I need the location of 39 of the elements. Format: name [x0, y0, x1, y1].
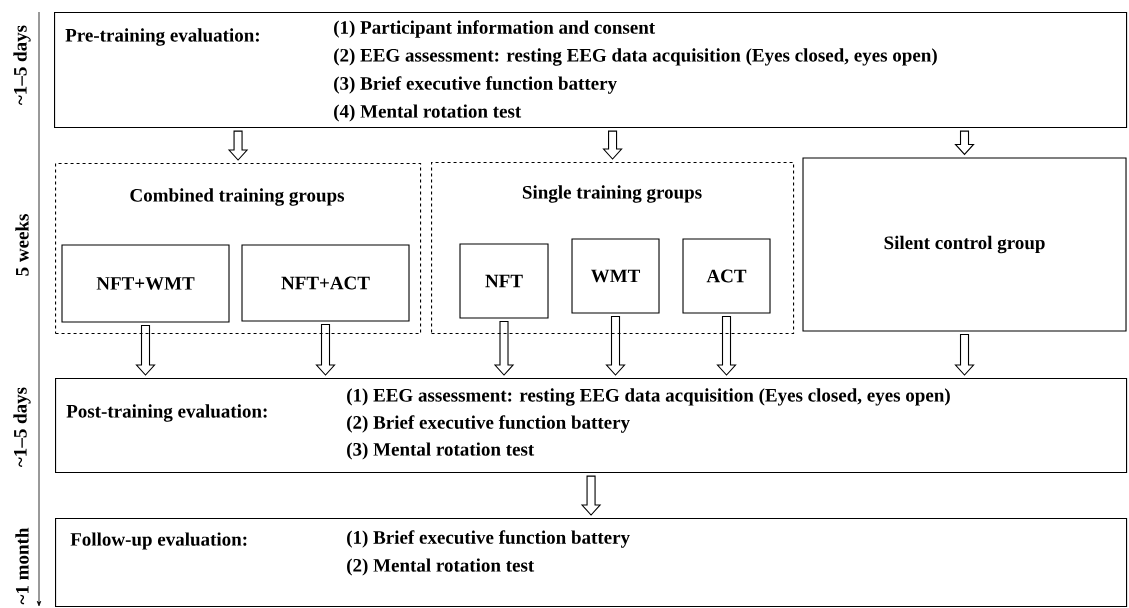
heading-text: Pre-training evaluation:	[65, 28, 259, 46]
list-item: (3) Brief executive function battery	[334, 76, 617, 94]
block-arrow	[227, 130, 249, 161]
group-box	[431, 162, 795, 335]
heading-text: Post-training evaluation:	[66, 404, 267, 422]
heading-text: Single training groups	[522, 185, 702, 203]
block-arrow	[493, 321, 515, 376]
group-box: Silent control group	[802, 157, 1127, 332]
list-item: (1) EEG assessment: resting EEG data acquisition (Eyes closed, eyes open)	[347, 388, 950, 406]
list-item: (2) Mental rotation test	[347, 558, 535, 576]
list-item: (1) Brief executive function battery	[347, 530, 630, 548]
block-arrow	[602, 130, 623, 160]
time-label: 5 weeks	[15, 214, 29, 276]
list-item: (2) Brief executive function battery	[347, 415, 630, 433]
training-box: NFT	[459, 243, 549, 319]
training-box: WMT	[571, 238, 660, 314]
block-arrow	[605, 316, 626, 376]
training-box: NFT+WMT	[61, 244, 230, 323]
list-item: (4) Mental rotation test	[334, 104, 522, 122]
block-arrow	[580, 475, 602, 516]
list-item: (3) Mental rotation test	[347, 442, 535, 460]
training-box: NFT+ACT	[241, 244, 410, 322]
block-arrow	[954, 130, 975, 156]
time-label: ~1–5 days	[13, 25, 31, 105]
evaluation-box	[54, 12, 1128, 129]
block-arrow	[135, 325, 156, 376]
heading-text: Combined training groups	[130, 188, 345, 206]
list-item: (2) EEG assessment: resting EEG data acquisition (Eyes closed, eyes open)	[334, 48, 937, 66]
block-arrow	[716, 316, 737, 376]
training-box: ACT	[682, 238, 771, 314]
heading-text: Follow-up evaluation:	[70, 532, 247, 550]
evaluation-box	[55, 378, 1128, 474]
evaluation-box	[55, 518, 1128, 608]
time-label: ~1–5 days	[13, 387, 31, 467]
time-label: ~1 month	[15, 527, 29, 605]
block-arrow	[315, 324, 336, 376]
group-box	[55, 163, 422, 335]
block-arrow	[954, 334, 975, 376]
list-item: (1) Participant information and consent	[334, 20, 656, 38]
